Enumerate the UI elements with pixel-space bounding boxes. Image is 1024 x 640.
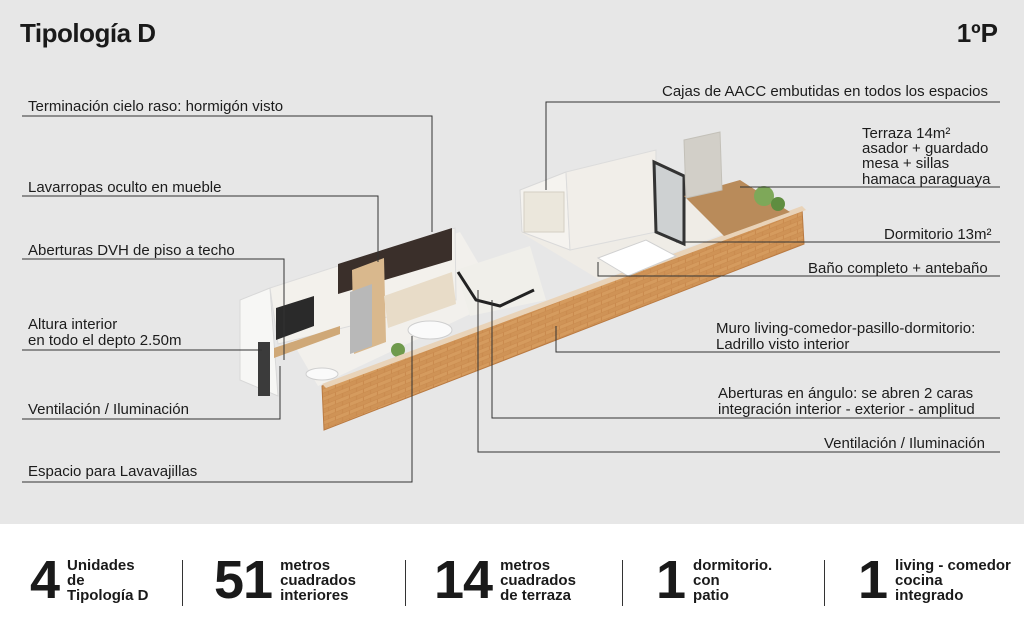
terrace-wall	[683, 131, 723, 199]
stat-number: 1	[858, 550, 888, 610]
page-title: Tipología D	[20, 18, 156, 48]
tv-shelf	[274, 326, 340, 358]
label-aberturas-angulo: Aberturas en ángulo: se abren 2 caras	[718, 385, 974, 402]
label-ventilacion-left: Ventilación / Iluminación	[28, 401, 189, 418]
bathroom-tiles	[523, 191, 565, 233]
stat-metros-interiores: 51 metros cuadrados interiores	[214, 552, 356, 608]
stat-text: metros cuadrados interiores	[280, 556, 356, 604]
label-hamaca: hamaca paraguaya	[862, 171, 991, 188]
stat-dormitorio: 1 dormitorio. con patio	[656, 552, 772, 608]
label-asador: asador + guardado	[862, 140, 989, 157]
label-dormitorio: Dormitorio 13m²	[884, 226, 992, 243]
label-mesa: mesa + sillas	[862, 155, 950, 172]
stat-living: 1 living - comedor cocina integrado	[858, 552, 1011, 608]
label-altura-valor: en todo el depto 2.50m	[28, 332, 182, 349]
leader-lines	[22, 101, 1000, 483]
terrace-plant	[754, 186, 774, 206]
kitchen-counter	[384, 272, 456, 328]
terrace-floor	[684, 180, 790, 236]
label-cielo-raso: Terminación cielo raso: hormigón visto	[28, 98, 284, 115]
stat-metros-terraza: 14 metros cuadrados de terraza	[434, 552, 576, 608]
fridge	[350, 284, 372, 354]
label-altura-interior: Altura interior	[28, 316, 118, 333]
stat-text: dormitorio. con patio	[693, 556, 773, 604]
stat-divider	[405, 560, 406, 606]
stat-text: living - comedor cocina integrado	[895, 556, 1011, 604]
coffee-table	[305, 367, 339, 381]
label-ladrillo: Ladrillo visto interior	[716, 336, 850, 353]
stat-number: 51	[214, 550, 273, 610]
stat-number: 14	[434, 550, 493, 610]
stat-divider	[182, 560, 183, 606]
stat-text: metros cuadrados de terraza	[500, 556, 576, 604]
stat-divider	[824, 560, 825, 606]
label-lavarropas: Lavarropas oculto en mueble	[28, 179, 222, 196]
terrace-plant-2	[771, 197, 785, 211]
dining-table	[407, 320, 453, 340]
stat-text: Unidades de Tipología D	[67, 556, 149, 604]
label-integracion: integración interior - exterior - amplit…	[718, 401, 975, 418]
label-muro: Muro living-comedor-pasillo-dormitorio:	[716, 320, 976, 337]
plant-left	[391, 343, 405, 357]
label-lavavajillas: Espacio para Lavavajillas	[28, 463, 198, 480]
corridor-window	[456, 271, 535, 308]
label-ventilacion-right: Ventilación / Iluminación	[824, 435, 985, 452]
stat-number: 4	[30, 550, 60, 610]
bed	[596, 239, 678, 277]
apartment-isometric	[22, 101, 1000, 483]
brick-wall-top	[322, 206, 806, 388]
tv	[276, 296, 314, 340]
bedroom-window	[652, 159, 686, 247]
left-door-frame	[258, 342, 270, 396]
label-terraza: Terraza 14m²	[862, 125, 951, 142]
floor-label: 1ºP	[956, 18, 998, 48]
label-aacc: Cajas de AACC embutidas en todos los esp…	[662, 83, 989, 100]
stats-bar: 4 Unidades de Tipología D 51 metros cuad…	[0, 524, 1024, 640]
label-aberturas-dvh: Aberturas DVH de piso a techo	[28, 242, 235, 259]
stat-divider	[622, 560, 623, 606]
right-back-wall	[565, 149, 657, 251]
stat-unidades: 4 Unidades de Tipología D	[30, 552, 148, 608]
stat-number: 1	[656, 550, 686, 610]
label-bano: Baño completo + antebaño	[808, 260, 988, 277]
